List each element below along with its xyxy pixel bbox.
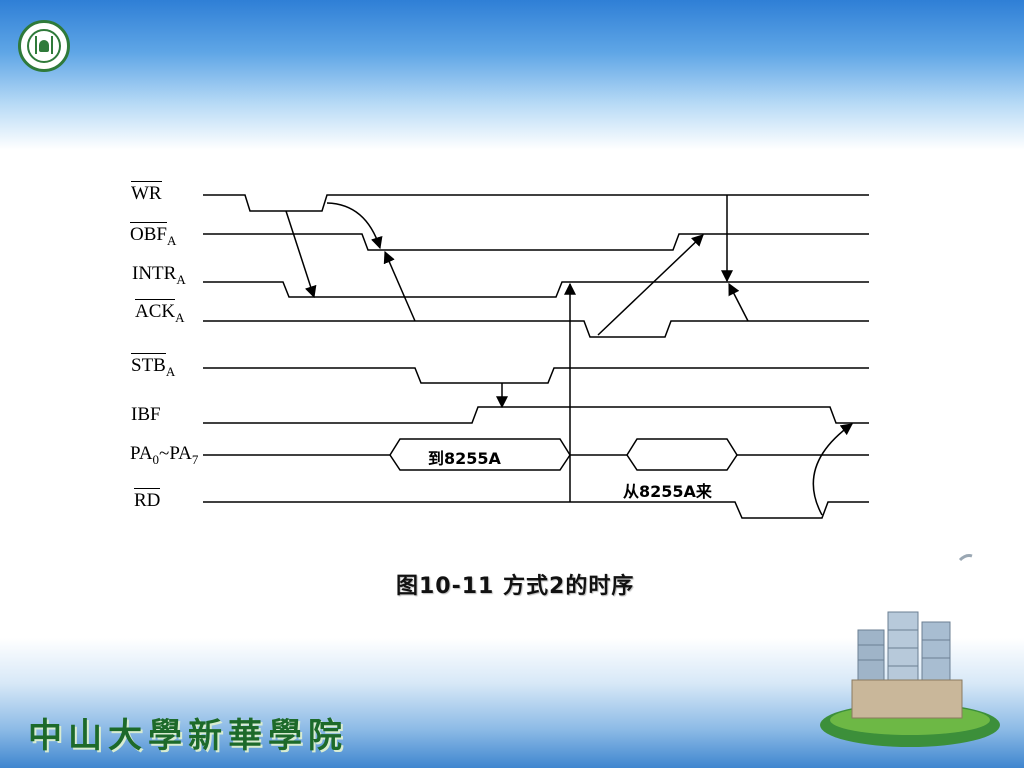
university-seal-icon — [18, 20, 70, 72]
bus-label-from-8255: 从8255A来 — [623, 482, 712, 501]
signal-label-obf: OBFA — [130, 222, 177, 248]
figure-caption: 图10-11 方式2的时序 — [396, 574, 635, 599]
signal-label-ibf: IBF — [131, 404, 161, 425]
arrow-ack-to-obf-rise — [597, 234, 704, 336]
arrow-ack-to-obf — [383, 250, 416, 322]
header-gradient — [0, 0, 1024, 150]
stb-waveform — [203, 367, 869, 384]
arrow-wr-to-intr — [285, 210, 317, 299]
ibf-waveform — [203, 406, 869, 424]
pa-bus-box-from — [626, 438, 738, 471]
school-name: 中山大學新華學院 — [28, 716, 348, 756]
signal-label-rd: RD — [134, 488, 161, 511]
obf-waveform — [203, 233, 869, 251]
signal-label-ack: ACKA — [135, 299, 185, 325]
bus-label-to-8255: 到8255A — [428, 449, 501, 468]
campus-building-icon — [820, 554, 1000, 747]
signal-label-stb: STBA — [131, 353, 176, 379]
arrow-wr-to-obf — [326, 202, 383, 250]
ack-waveform — [203, 320, 869, 338]
signal-label-intr: INTRA — [132, 263, 186, 287]
arrow-ack-to-intr — [728, 282, 749, 322]
intr-waveform — [203, 281, 869, 298]
signal-label-wr: WR — [131, 181, 162, 204]
rd-waveform — [203, 501, 869, 519]
wr-waveform — [203, 194, 869, 212]
arrow-rd-to-ibf — [812, 423, 853, 516]
signal-label-pa: PA0~PA7 — [130, 443, 199, 467]
